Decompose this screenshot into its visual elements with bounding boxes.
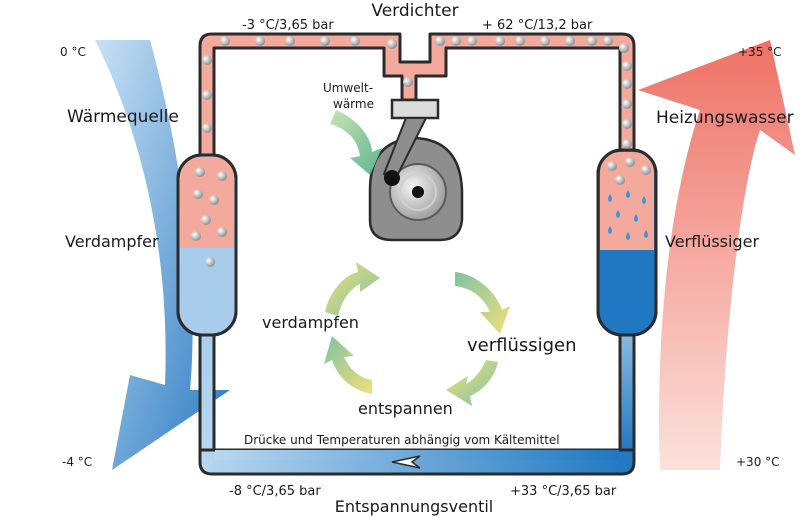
label-note: Drücke und Temperaturen abhängig vom Käl… — [244, 433, 560, 447]
cycle-arrow-bottom-right — [446, 360, 498, 406]
condenser-vessel — [596, 148, 658, 337]
label-entspannen: entspannen — [358, 399, 453, 418]
reading-bottom-left: -8 °C/3,65 bar — [229, 484, 321, 499]
temp-source-out: -4 °C — [62, 455, 92, 469]
cycle-arrow-bottom-left — [324, 336, 372, 394]
bottom-pipe-inner — [215, 450, 619, 460]
vapour-particles — [202, 36, 632, 149]
label-entspannungsventil: Entspannungsventil — [335, 497, 494, 516]
label-waermequelle: Wärmequelle — [67, 107, 179, 127]
title-verdichter: Verdichter — [371, 1, 458, 21]
label-umweltwaerme-1: Umwelt- — [323, 81, 373, 95]
ambient-heat-arrow — [330, 110, 382, 175]
expansion-valve — [391, 455, 421, 469]
heating-water-arrow — [638, 40, 795, 470]
evaporator-vessel — [176, 153, 238, 337]
reading-bottom-right: +33 °C/3,65 bar — [510, 484, 617, 499]
label-verdampfer: Verdampfer — [65, 232, 159, 251]
right-liquid-pipe — [618, 328, 636, 454]
temp-water-out: +35 °C — [738, 45, 782, 59]
reading-top-left: -3 °C/3,65 bar — [242, 18, 334, 33]
reading-top-right: + 62 °C/13,2 bar — [482, 18, 593, 33]
temp-water-in: +30 °C — [736, 455, 780, 469]
label-heizungswasser: Heizungswasser — [656, 108, 794, 128]
label-verfluessiger: Verflüssiger — [665, 232, 759, 251]
left-liquid-pipe — [198, 328, 216, 454]
heat-source-arrow — [95, 40, 230, 470]
temp-source-in: 0 °C — [60, 45, 86, 59]
label-verfluessigen: verflüssigen — [467, 335, 577, 356]
cycle-arrows — [324, 262, 510, 406]
label-verdampfen: verdampfen — [262, 313, 359, 332]
label-umweltwaerme-2: wärme — [333, 97, 374, 111]
compressor — [368, 98, 464, 242]
cycle-arrow-top-left — [325, 262, 380, 316]
cycle-arrow-top-right — [455, 272, 510, 334]
